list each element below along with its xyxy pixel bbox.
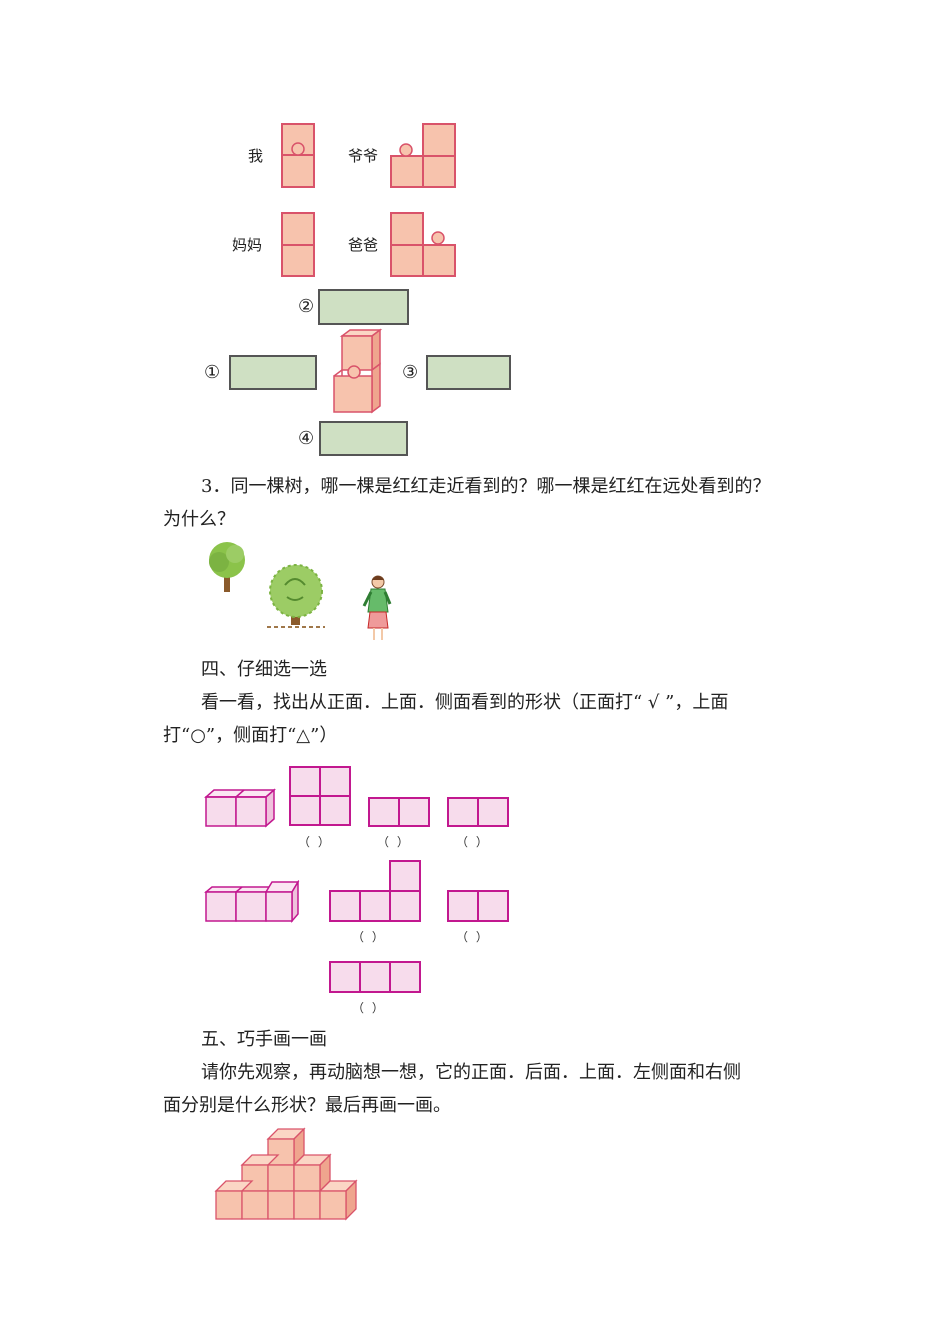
section-4-title: 四、仔细选一选: [201, 659, 327, 680]
pyramid-cubes-figure: [214, 1127, 358, 1221]
section-4-line2: 打“○”，侧面打“△”）: [163, 725, 338, 746]
marker-3: ③: [402, 362, 419, 383]
girl-honghong-image: [362, 575, 392, 640]
section-5-line2: 面分别是什么形状？最后再画一画。: [163, 1095, 451, 1116]
option-b1-figure: [329, 860, 421, 922]
answer-blank-b3[interactable]: （ ）: [352, 1001, 386, 1015]
large-tree-image: [267, 564, 325, 628]
option-a1-figure: [289, 766, 351, 826]
view-me-figure: [281, 123, 315, 188]
solid-a-figure: [204, 788, 276, 828]
option-b2-figure: [447, 890, 509, 922]
label-grandpa: 爷爷: [348, 147, 379, 165]
view-grandpa-figure: [390, 123, 456, 188]
section-5-line1: 请你先观察，再动脑想一想，它的正面．后面．上面．左侧面和右侧: [201, 1062, 741, 1083]
marker-1: ①: [204, 362, 221, 383]
marker-2: ②: [298, 296, 315, 317]
answer-box-3: [426, 355, 511, 390]
answer-blank-b1[interactable]: （ ）: [352, 930, 386, 944]
label-me: 我: [248, 147, 264, 165]
solid-b-figure: [204, 880, 300, 924]
answer-blank-a2[interactable]: （ ）: [377, 835, 411, 849]
answer-blank-a1[interactable]: （ ）: [298, 835, 332, 849]
question-3-line2: 为什么？: [163, 509, 235, 530]
option-a3-figure: [447, 797, 509, 827]
answer-blank-a3[interactable]: （ ）: [456, 835, 490, 849]
view-mom-figure: [281, 212, 315, 277]
label-dad: 爸爸: [348, 236, 379, 254]
answer-blank-b2[interactable]: （ ）: [456, 930, 490, 944]
answer-box-1: [229, 355, 317, 390]
cube-stack-figure: [333, 328, 383, 414]
small-tree-image: [209, 542, 245, 592]
answer-box-2: [318, 289, 409, 325]
option-b3-figure: [329, 961, 421, 993]
view-dad-figure: [390, 212, 456, 277]
section-5-title: 五、巧手画一画: [201, 1029, 327, 1050]
section-4-line1: 看一看，找出从正面．上面．侧面看到的形状（正面打“ √ ”，上面: [201, 692, 729, 713]
question-3-line1: 3．同一棵树，哪一棵是红红走近看到的？哪一棵是红红在远处看到的？: [201, 476, 771, 497]
answer-box-4: [319, 421, 408, 456]
marker-4: ④: [298, 428, 315, 449]
option-a2-figure: [368, 797, 430, 827]
label-mom: 妈妈: [232, 236, 263, 254]
